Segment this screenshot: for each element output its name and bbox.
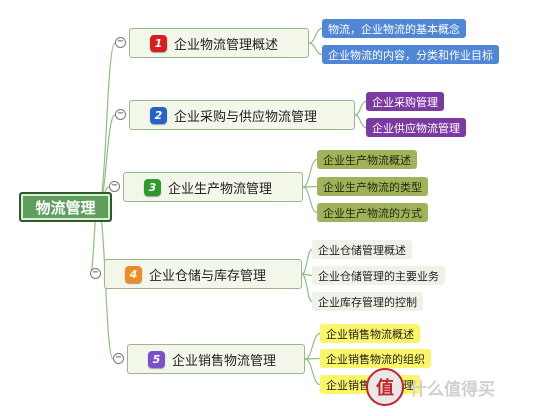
number-3-icon: 3 bbox=[144, 178, 161, 196]
branch-3-leaf-3[interactable]: 企业生产物流的方式 bbox=[317, 203, 428, 222]
connector-line bbox=[304, 332, 321, 360]
branch-2-label: 企业采购与供应物流管理 bbox=[174, 109, 318, 125]
number-1-icon: 1 bbox=[150, 34, 167, 52]
connector-line bbox=[301, 248, 313, 275]
branch-5-leaf-1[interactable]: 企业销售物流概述 bbox=[320, 324, 420, 343]
branch-1[interactable]: 1 企业物流管理概述 bbox=[129, 28, 309, 58]
watermark-text: 什么值得买 bbox=[410, 379, 495, 400]
site-watermark: 值 什么值得买 bbox=[366, 364, 530, 410]
branch-2[interactable]: 2 企业采购与供应物流管理 bbox=[129, 100, 355, 130]
collapse-toggle-1[interactable]: − bbox=[115, 37, 126, 48]
branch-3-leaf-2[interactable]: 企业生产物流的类型 bbox=[317, 177, 428, 196]
connector-line bbox=[308, 42, 323, 56]
root-label: 物流管理 bbox=[35, 198, 96, 217]
branch-4-leaf-3[interactable]: 企业库存管理的控制 bbox=[312, 292, 423, 311]
connector-line bbox=[308, 27, 323, 44]
root-node[interactable]: 物流管理 bbox=[19, 192, 112, 222]
connector-line bbox=[302, 186, 318, 214]
connector-line bbox=[304, 358, 321, 386]
branch-3[interactable]: 3 企业生产物流管理 bbox=[123, 172, 303, 202]
connector-line bbox=[304, 357, 321, 360]
collapse-toggle-5[interactable]: − bbox=[113, 353, 124, 364]
branch-4-leaf-2[interactable]: 企业仓储管理的主要业务 bbox=[312, 266, 445, 285]
number-4-icon: 4 bbox=[125, 265, 142, 283]
branch-4-leaf-1[interactable]: 企业仓储管理概述 bbox=[312, 240, 412, 259]
branch-4-label: 企业仓储与库存管理 bbox=[149, 268, 267, 284]
branch-2-leaf-2[interactable]: 企业供应物流管理 bbox=[366, 118, 466, 137]
branch-3-leaf-1[interactable]: 企业生产物流概述 bbox=[317, 150, 417, 169]
branch-1-leaf-1[interactable]: 物流，企业物流的基本概念 bbox=[322, 19, 466, 38]
branch-1-label: 企业物流管理概述 bbox=[174, 37, 279, 53]
connector-line bbox=[302, 185, 318, 188]
branch-5[interactable]: 5 企业销售物流管理 bbox=[127, 344, 305, 374]
connector-line bbox=[354, 100, 367, 116]
branch-2-leaf-1[interactable]: 企业采购管理 bbox=[366, 92, 444, 111]
connector-line bbox=[354, 114, 367, 129]
branch-3-label: 企业生产物流管理 bbox=[168, 181, 273, 197]
branch-5-leaf-2[interactable]: 企业销售物流的组织 bbox=[320, 349, 431, 368]
number-5-icon: 5 bbox=[148, 350, 165, 368]
branch-5-label: 企业销售物流管理 bbox=[172, 353, 277, 369]
connector-line bbox=[301, 273, 313, 303]
watermark-logo-icon: 值 bbox=[366, 368, 404, 406]
branch-1-leaf-2[interactable]: 企业物流的内容，分类和作业目标 bbox=[322, 45, 499, 64]
branch-4[interactable]: 4 企业仓储与库存管理 bbox=[104, 259, 302, 289]
collapse-toggle-3[interactable]: − bbox=[109, 181, 120, 192]
number-2-icon: 2 bbox=[150, 106, 167, 124]
connector-line bbox=[302, 158, 318, 188]
collapse-toggle-2[interactable]: − bbox=[115, 109, 126, 120]
collapse-toggle-4[interactable]: − bbox=[90, 268, 101, 279]
